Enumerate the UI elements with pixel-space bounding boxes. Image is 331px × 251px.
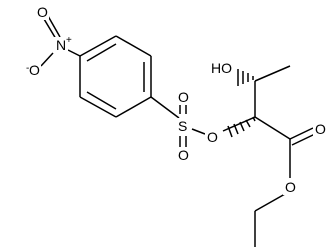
nitro-n-charge: + <box>66 35 72 46</box>
bond-ring-inner-3 <box>86 91 117 110</box>
hashed-wedge-c2-o <box>227 116 256 138</box>
nitro-o-minus-label: O <box>29 62 40 78</box>
sulfonyl-o-top-label: O <box>178 89 189 105</box>
bond-co-double-2 <box>291 133 316 146</box>
nitro-n-label: N <box>56 37 66 53</box>
bond-ring-1 <box>79 35 117 57</box>
nitro-o-top-label: O <box>37 4 48 20</box>
bond-o-c2 <box>222 116 256 132</box>
bond-n-ominus <box>40 52 54 67</box>
bond-ring-s <box>150 96 180 119</box>
bond-no-double-2 <box>43 18 57 40</box>
bond-n-ring <box>67 49 81 57</box>
sulfur-label: S <box>178 118 187 134</box>
ester-link-o-label: O <box>207 129 218 145</box>
bond-c2-carbonyl <box>254 116 291 140</box>
atom-labels: N + O O - S O O O HO O O <box>26 4 327 195</box>
bond-o-ch2 <box>254 193 286 212</box>
carbonyl-o-label: O <box>315 121 326 137</box>
bond-ring-4 <box>115 96 152 118</box>
bond-ring-inner-1 <box>86 43 117 62</box>
bond-ring-5 <box>79 96 117 118</box>
bonds <box>40 15 316 247</box>
bond-s-o <box>191 128 206 135</box>
bond-c3-methyl <box>254 65 291 82</box>
hydroxyl-label: HO <box>211 60 232 76</box>
nitro-o-charge: - <box>26 63 29 74</box>
bond-no-double-1 <box>47 15 61 38</box>
hashed-wedge-c3-oh <box>237 69 254 86</box>
sulfonyl-o-bottom-label: O <box>178 147 189 163</box>
ethoxy-o-label: O <box>285 179 296 195</box>
bond-ring-2 <box>115 35 152 57</box>
bond-co-double-1 <box>289 127 314 140</box>
